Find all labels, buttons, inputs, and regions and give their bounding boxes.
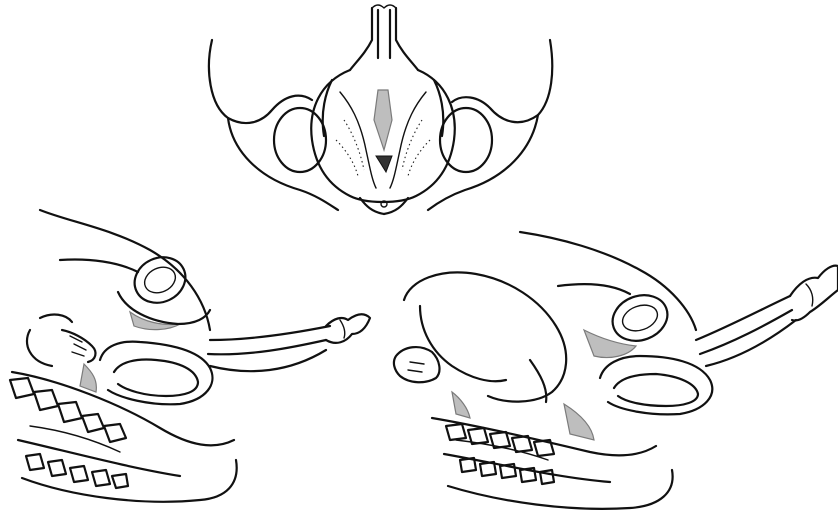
pelvic-floor-view bbox=[209, 5, 552, 214]
sagittal-view-left bbox=[10, 210, 370, 502]
sagittal-view-right bbox=[394, 232, 838, 509]
